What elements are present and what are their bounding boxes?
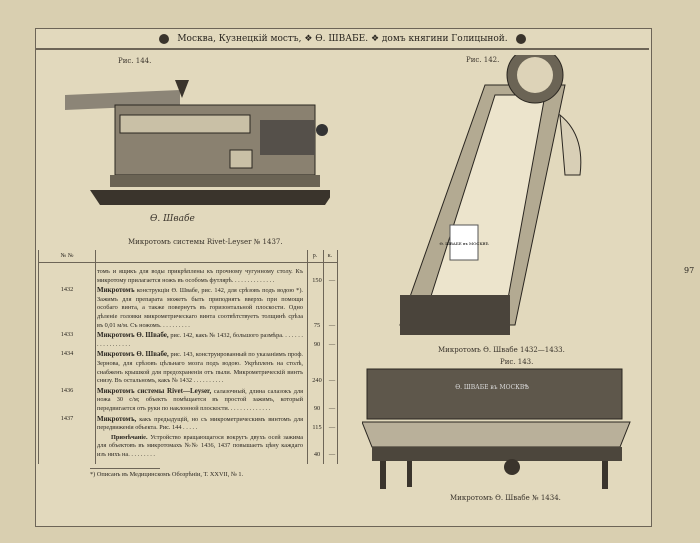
fig142-plate-text: Ө. ШВАБЕ въ МОСКВѢ — [439, 241, 488, 246]
fig144-label: Рис. 144. — [118, 57, 152, 65]
header-rub: р. — [312, 253, 318, 259]
fig143-caption: Микротомъ Ө. Швабе № 1434. — [450, 494, 561, 502]
row-title: Микротомъ системы Rivet—Leyser, — [97, 386, 212, 395]
page-header: Москва, Кузнецкій мостъ, ❖ Ө. ШВАБЕ. ❖ д… — [36, 30, 649, 50]
table-row: томъ и ящикъ для воды прикрѣплены къ про… — [39, 267, 337, 285]
page-number: 97 — [684, 266, 695, 275]
row-kop: — — [328, 404, 336, 412]
row-rub: 90 — [313, 340, 321, 348]
column-divider — [323, 250, 324, 465]
fig142-microtome-illustration: Ө. ШВАБЕ въ МОСКВѢ — [399, 55, 582, 335]
row-rub: 150 — [312, 276, 322, 284]
fig144-signature: Ө. Швабе — [150, 214, 195, 224]
row-rub: 75 — [313, 321, 321, 329]
row-kop: — — [328, 340, 336, 348]
fig144-microtome-illustration — [65, 80, 330, 205]
table-row-note: Примѣчаніе. Устройство вращающагося вокр… — [39, 434, 337, 460]
crest-icon — [515, 33, 526, 44]
header-text: Москва, Кузнецкій мостъ, ❖ Ө. ШВАБЕ. ❖ д… — [177, 34, 508, 44]
column-divider — [307, 250, 308, 465]
row-number: 1433 — [60, 331, 74, 339]
row-kop: — — [328, 450, 336, 458]
table-row: 1432 Микротомъ конструкціи Ө. Швабе, рис.… — [39, 286, 337, 330]
table-header: № № р. к. — [39, 250, 337, 263]
row-title: Микротомъ Ө. Швабе, — [97, 350, 169, 359]
row-text: какъ предыдущій, но съ микрометрическимъ… — [97, 415, 304, 432]
footnote: *) Описанъ въ Медицинскомъ Обозрѣніи, Т.… — [90, 471, 244, 479]
table-row: 1436 Микротомъ системы Rivet—Leyser, сала… — [39, 387, 337, 414]
price-table: № № р. к. томъ и ящикъ для воды прикрѣпл… — [38, 250, 338, 465]
table-row: 1433 Микротомъ Ө. Швабе, рис. 142, какъ №… — [39, 331, 337, 349]
row-title: Микротомъ Ө. Швабе, — [97, 331, 169, 340]
fig142-caption: Микротомъ Ө. Швабе 1432—1433. — [438, 346, 565, 354]
row-rub: 40 — [313, 450, 321, 458]
fig143-lid-text: Ө. ШВАБЕ въ МОСКВѢ — [455, 384, 529, 391]
header-number: № № — [60, 253, 74, 259]
row-number — [39, 267, 95, 285]
row-rub: 240 — [312, 377, 322, 385]
fig144-caption: Микротомъ системы Rivet-Leyser № 1437. — [128, 238, 283, 246]
row-text: салазочный, длина салазокъ для ножа 30 с… — [97, 387, 303, 412]
row-number: 1434 — [60, 350, 74, 358]
table-row: 1434 Микротомъ Ө. Швабе, рис. 143, констр… — [39, 350, 337, 385]
row-title: Микротомъ — [97, 286, 135, 295]
row-title: Микротомъ, — [97, 414, 137, 423]
row-kop: — — [328, 424, 336, 432]
footnote-rule — [90, 468, 160, 470]
row-number: 1432 — [60, 286, 74, 294]
row-text: конструкціи Ө. Швабе, рис. 142, для срѣз… — [97, 287, 303, 329]
row-number: 1437 — [60, 414, 74, 422]
fig143-label: Рис. 143. — [500, 358, 534, 366]
row-number: 1436 — [60, 386, 74, 394]
row-title: Примѣчаніе. — [111, 433, 148, 441]
price-table-block: № № р. к. томъ и ящикъ для воды прикрѣпл… — [38, 250, 338, 480]
row-text: томъ и ящикъ для воды прикрѣплены къ про… — [97, 268, 303, 284]
row-text: рис. 143, конструированный по указаніямъ… — [97, 351, 304, 385]
row-text: рис. 142, какъ № 1432, большого размѣра.… — [97, 332, 304, 348]
fig142-label: Рис. 142. — [466, 56, 500, 64]
row-rub: 115 — [312, 424, 322, 432]
row-kop: — — [328, 321, 336, 329]
table-row: 1437 Микротомъ, какъ предыдущій, но съ ми… — [39, 415, 337, 433]
column-divider — [95, 250, 96, 465]
row-text: Устройство вращающагося вокругъ двухъ ос… — [97, 433, 303, 458]
header-kop: к. — [327, 253, 333, 259]
fig143-microtome-illustration: Ө. ШВАБЕ въ МОСКВѢ — [362, 368, 631, 489]
row-kop: — — [328, 276, 336, 284]
crest-icon — [159, 33, 170, 44]
row-kop: — — [328, 377, 336, 385]
row-rub: 90 — [313, 404, 321, 412]
